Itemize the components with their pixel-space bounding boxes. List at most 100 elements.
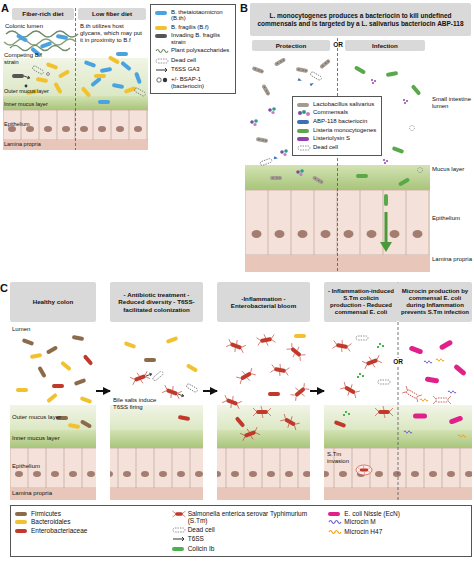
legend-symbol [172,535,186,543]
header-text: Low fiber diet [92,10,132,17]
column-header: -Inflammation -Enterobacterial bloom [217,282,310,322]
legend-text: Microcin M [344,518,375,525]
legend-column: E. coli Nissle (EcN)Microcin M Microcin H… [328,508,467,554]
text-label: S.Tm invasion [327,451,357,465]
header-box: L. monocytogenes produces a bacteriocin … [250,3,471,36]
legend-text: Microcin H47 [344,528,382,535]
legend-item: Dead cell [297,144,377,152]
legend-symbol [172,510,186,518]
header-box: Infection [345,40,425,51]
header-text: Protection [276,42,307,49]
legend-symbol [172,526,186,534]
text-label: Lamina propria [4,141,74,147]
text-label: Outer mucus layer [12,414,92,421]
text-label: Competing B.f strain [4,52,44,66]
legend-item: Salmonella enterica serovar Typhimurium … [172,510,311,525]
legend-swatch [155,26,167,30]
legend-text: B. thetaiotaomicron (B.th) [171,9,231,23]
legend-column: Lactobacillus salivariusCommensalsABP-11… [297,99,377,153]
legend-symbol [328,518,342,526]
legend-swatch [172,547,184,551]
text-label: Colonic lumen [5,23,71,30]
legend-item: Plant polysaccharides [155,47,231,55]
text-label: B [240,2,248,15]
legend-symbol [297,109,311,117]
legend-text: T6SS [188,535,204,542]
header-text: Fiber-rich diet [22,10,63,17]
legend-symbol [155,76,169,84]
legend-text: Bacteroidales [31,518,70,525]
legend-box: B. thetaiotaomicron (B.th)B. fragilis (B… [150,4,236,94]
legend-swatch [15,529,27,533]
legend-item: ABP-118 bacteriocin [297,118,377,125]
legend-column: B. thetaiotaomicron (B.th)B. fragilis (B… [155,7,231,91]
header-box: Low fiber diet [78,8,146,20]
legend-swatch [155,34,167,38]
header-text: L. monocytogenes produces a bacteriocin … [253,12,468,27]
header-box: Protection [252,40,330,51]
text-label: Lumen [12,326,72,333]
legend-item: Dead cell [172,526,311,534]
text-label: A [1,2,9,15]
legend-text: E. coli Nissle (EcN) [344,510,400,517]
legend-symbol [155,47,169,55]
legend-symbol [328,528,342,536]
legend-swatch [15,520,27,524]
column-header: - Antibiotic treatment - Reduced diversi… [110,282,203,322]
legend-box: Lactobacillus salivariusCommensalsABP-11… [292,96,382,156]
legend-text: T6SS GA3 [171,66,200,73]
legend-swatch [297,120,309,124]
legend-text: Firmicutes [31,510,61,517]
legend-column: Salmonella enterica serovar Typhimurium … [172,508,311,554]
legend-item: T6SS [172,535,311,543]
legend-swatch [155,11,167,15]
legend-item: Firmicutes [15,510,154,517]
header-text: Infection [372,42,398,49]
legend-text: Dead cell [171,57,196,64]
text-label: Bile salts induce T6SS firing [113,397,157,411]
text-label: Inner mucus layer [12,435,92,442]
legend-text: B. fragilis (B.f) [171,24,209,31]
legend-text: Invading B. fragilis strain [171,32,231,46]
legend-text: Listeria monocytogenes [313,127,376,134]
text-label: Lamina propria [432,256,473,263]
legend-item: Commensals [297,109,377,117]
text-label: Outer mucus layer [4,88,74,94]
legend-item: E. coli Nissle (EcN) [328,510,467,517]
legend-box: FirmicutesBacteroidalesEnterobacteriacea… [10,505,472,557]
text-label: C [0,282,8,295]
legend-item: Listeriolysin S [297,135,377,142]
legend-item: Colicin Ib [172,545,311,552]
legend-item: Dead cell [155,57,231,65]
flow-arrow [203,390,217,392]
legend-item: T6SS GA3 [155,66,231,74]
legend-item: Listeria monocytogenes [297,127,377,134]
column-header: - Inflammation-induced S.Tm colicin prod… [324,282,398,322]
legend-item: Enterobacteriaceae [15,527,154,534]
legend-swatch [15,512,27,516]
legend-text: Listeriolysin S [313,135,350,142]
legend-item: Microcin M [328,518,467,526]
legend-text: Enterobacteriaceae [31,527,87,534]
text-label: Mucus layer [432,166,473,173]
legend-item: B. fragilis (B.f) [155,24,231,31]
legend-item: Invading B. fragilis strain [155,32,231,46]
legend-text: Lactobacillus salivarius [313,101,374,108]
legend-item: Bacteroidales [15,518,154,525]
column-header: Microcin production by commensal E. coli… [398,282,472,322]
text-label: Inner mucus layer [4,101,74,107]
legend-symbol [155,66,169,74]
scene-column: -Inflammation -Enterobacterial bloom [217,282,310,500]
legend-text: Commensals [313,109,348,116]
text-label: B.th utilizes host glycans, which may pu… [80,23,146,44]
legend-item: +/- BSAP-1 (bacteriocin) [155,76,231,90]
legend-text: Colicin Ib [188,545,215,552]
text-label: Epithelium [4,121,74,127]
legend-swatch [297,129,309,133]
legend-text: Dead cell [188,526,215,533]
scene-column: Microcin production by commensal E. coli… [398,282,472,500]
column-header: Healthy colon [10,282,96,322]
text-label: Lamina propria [12,490,92,497]
text-label: Epithelium [432,215,473,222]
